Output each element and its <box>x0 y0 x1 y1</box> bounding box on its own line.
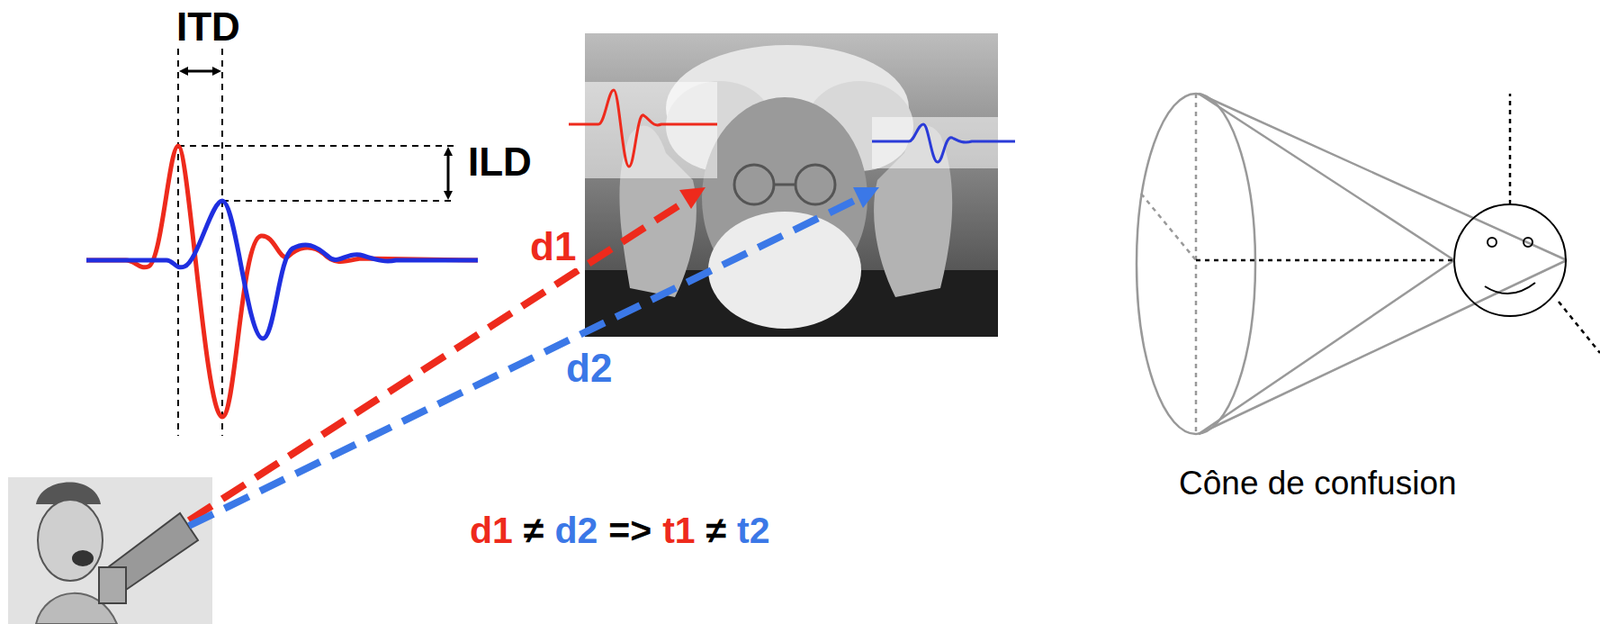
equation-term: d2 <box>554 510 598 551</box>
distance-label: d2 <box>563 346 615 390</box>
cone-of-confusion <box>1136 93 1600 434</box>
equation: d1≠d2=>t1≠t2 <box>469 510 771 551</box>
distance-label: d1 <box>527 224 579 269</box>
shouting-person-sketch <box>8 476 213 624</box>
equation-term: d1 <box>469 510 513 551</box>
equation-term: ≠ <box>523 510 545 551</box>
caption-label: Cône de confusion <box>1178 465 1457 503</box>
equation-term: t2 <box>737 510 770 551</box>
listener-photo <box>568 33 1016 337</box>
sound-paths <box>188 187 880 526</box>
waveform-plot <box>86 48 478 436</box>
equation-term: ≠ <box>706 510 728 551</box>
equation-term: => <box>608 510 652 551</box>
ild-label: ILD <box>467 140 532 184</box>
equation-term: t1 <box>662 510 695 551</box>
itd-label: ITD <box>176 5 241 49</box>
